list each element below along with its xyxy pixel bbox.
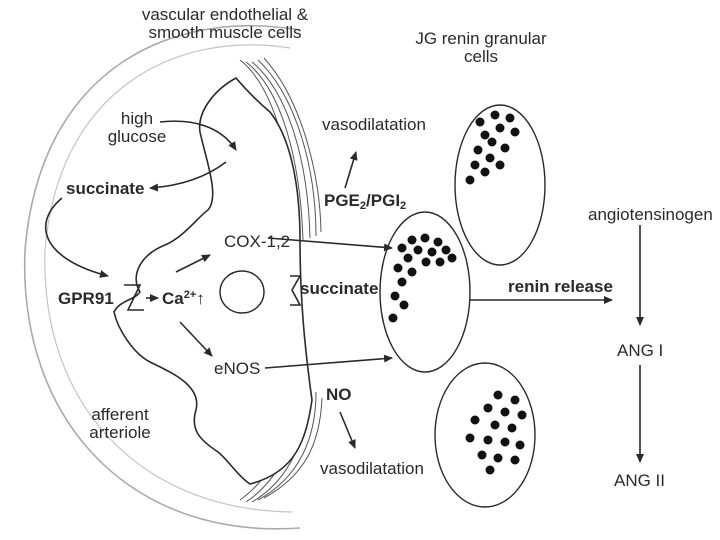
renin-granules-bottom [465,390,527,475]
arrow-cell-to-succinate [149,161,227,192]
pge-prefix: PGE [324,191,360,210]
pgi-prefix: /PGI [366,191,401,210]
vascular-cells-label: vascular endothelial & smooth muscle cel… [140,5,310,43]
vasodilatation-top-label: vasodilatation [322,115,426,134]
renin-release-label: renin release [508,277,613,296]
jg-cells-label: JG renin granular cells [406,29,556,67]
succinate-receptor-shape [290,275,302,306]
cox-label: COX-1,2 [224,232,291,251]
afferent-arteriole-inner-wall [44,44,293,513]
ca-label: Ca2+↑ [162,289,205,308]
ang2-label: ANG II [614,471,666,490]
gpr91-receptor-shape [124,284,144,311]
enos-label: eNOS [214,359,261,378]
arrow-pge-to-vasodilatation [344,151,358,189]
arrow-no-to-vasodilatation [339,411,356,449]
angiotensinogen-label: angiotensinogen [588,205,713,224]
gpr91-label: GPR91 [58,289,114,308]
ca-text: Ca [162,289,184,308]
jg-cell-bottom [434,362,536,508]
glucose-label: glucose [107,127,167,147]
no-label: NO [326,385,352,404]
high-glucose-label: high glucose [92,109,182,147]
arrow-high-glucose-to-cell [159,120,237,151]
vasodilatation-bottom-label: vasodilatation [320,459,424,478]
vascular-cells-label-line2: smooth muscle cells [148,23,302,43]
pgi-subscript: 2 [400,200,407,212]
ang1-label: ANG I [617,341,664,360]
pge-subscript: 2 [359,200,367,212]
afferent-arteriole-label: afferent arteriole [70,405,170,443]
arteriole-label: arteriole [89,423,151,443]
arrow-enos-to-jg-cell [264,354,393,369]
arrow-ca-to-enos [179,321,213,357]
afferent-label: afferent [91,405,149,424]
arrow-cox-to-jg-cell [267,237,393,252]
ca-increase-arrow: ↑ [196,289,205,308]
jg-cells-label-line1: JG renin granular [415,29,547,48]
succinate-extracellular-label: succinate [300,279,379,298]
jg-cell-top [454,104,546,266]
jg-cells-label-line2: cells [463,47,498,67]
succinate-intracellular-label: succinate [66,179,145,198]
pge-pgi-label: PGE2/PGI2 [324,191,407,213]
renin-granules-top [465,110,520,185]
afferent-arteriole-outer-wall [23,24,301,530]
nucleus [219,270,265,314]
arrow-succinate-to-gpr91 [45,197,109,278]
arrow-ca-to-cox [175,254,211,273]
renin-granules-middle [388,233,457,323]
vascular-cells-label-line1: vascular endothelial & [141,5,309,24]
high-label: high [120,109,154,128]
ca-superscript: 2+ [183,289,197,301]
